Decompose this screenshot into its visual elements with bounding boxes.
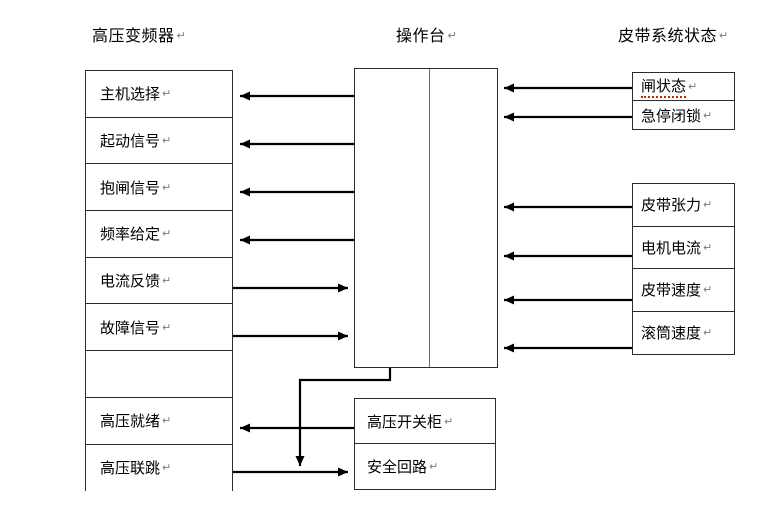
left-panel-label: 主机选择: [100, 85, 161, 104]
left-panel-row: 起动信号↵: [86, 117, 232, 165]
pilcrow-mark: ↵: [703, 198, 713, 212]
right-panel-bottom-row: 皮带速度↵: [633, 269, 734, 312]
console-divider: [429, 69, 430, 367]
left-panel-label: 电流反馈: [100, 272, 161, 291]
left-panel-label: 起动信号: [100, 132, 161, 151]
pilcrow-mark: ↵: [429, 460, 439, 473]
right-panel-bottom-label: 电机电流: [641, 238, 702, 257]
right-panel-top-label: 闸状态: [641, 75, 687, 98]
left-panel-label: 高压就绪: [100, 412, 161, 431]
pilcrow-mark: ↵: [703, 326, 713, 340]
right-panel-top-row: 急停闭锁↵: [633, 101, 734, 129]
left-panel-label: 频率给定: [100, 225, 161, 244]
right-panel-bottom-label: 滚筒速度: [641, 324, 702, 343]
pilcrow-mark: ↵: [703, 240, 713, 254]
right-panel-top-label: 急停闭锁: [641, 106, 702, 125]
pilcrow-mark: ↵: [703, 283, 713, 297]
left-panel-label: 抱闸信号: [100, 178, 161, 197]
bottom-panel-row: 高压开关柜↵: [355, 399, 495, 444]
right-panel-bottom-row: 电机电流↵: [633, 226, 734, 269]
pilcrow-mark: ↵: [444, 414, 454, 428]
bottom-panel-row: 安全回路↵: [355, 444, 495, 489]
bottom-panel-label: 安全回路: [367, 458, 428, 476]
right-panel-bottom-label: 皮带张力: [641, 196, 702, 215]
pilcrow-mark: ↵: [447, 29, 458, 42]
pilcrow-mark: ↵: [162, 414, 172, 428]
right-panel-bottom-row: 皮带张力↵: [633, 184, 734, 227]
pilcrow-mark: ↵: [162, 227, 172, 241]
header-center: 操作台↵: [396, 22, 457, 46]
left-panel-row: 抱闸信号↵: [86, 164, 232, 212]
pilcrow-mark: ↵: [703, 108, 713, 122]
bottom-panel-label: 高压开关柜: [367, 412, 443, 431]
header-right-text: 皮带系统状态: [618, 26, 718, 45]
right-panel-bottom-row: 滚筒速度↵: [633, 311, 734, 354]
right-panel-top-row: 闸状态↵: [633, 73, 734, 101]
right-panel-bottom-label: 皮带速度: [641, 281, 702, 300]
pilcrow-mark: ↵: [162, 320, 172, 334]
pilcrow-mark: ↵: [162, 461, 172, 475]
right-panel-top-group: 闸状态↵急停闭锁↵: [632, 72, 735, 130]
pilcrow-mark: ↵: [162, 87, 172, 101]
right-panel-bottom-group: 皮带张力↵电机电流↵皮带速度↵滚筒速度↵: [632, 183, 735, 355]
pilcrow-mark: ↵: [162, 180, 172, 194]
left-panel-label: 高压联跳: [100, 459, 161, 478]
bottom-panel-group: 高压开关柜↵安全回路↵: [354, 398, 496, 490]
left-panel-row: [86, 351, 232, 398]
pilcrow-mark: ↵: [688, 80, 698, 93]
console-box: [354, 68, 498, 368]
left-panel-row: 故障信号↵: [86, 304, 232, 352]
left-panel-row: 频率给定↵: [86, 211, 232, 258]
left-panel-group: 主机选择↵起动信号↵抱闸信号↵频率给定↵电流反馈↵故障信号↵高压就绪↵高压联跳↵: [85, 70, 233, 492]
left-panel-row: 高压联跳↵: [86, 444, 232, 492]
pilcrow-mark: ↵: [162, 274, 172, 288]
header-right: 皮带系统状态↵: [618, 22, 729, 46]
left-panel-row: 高压就绪↵: [86, 397, 232, 445]
header-left-text: 高压变频器: [92, 26, 175, 45]
header-center-text: 操作台: [396, 26, 446, 45]
left-panel-row: 电流反馈↵: [86, 257, 232, 305]
pilcrow-mark: ↵: [162, 134, 172, 148]
left-panel-label: 故障信号: [100, 318, 161, 337]
header-left: 高压变频器↵: [92, 22, 186, 46]
left-panel-row: 主机选择↵: [86, 71, 232, 118]
pilcrow-mark: ↵: [176, 29, 187, 42]
pilcrow-mark: ↵: [719, 29, 729, 42]
